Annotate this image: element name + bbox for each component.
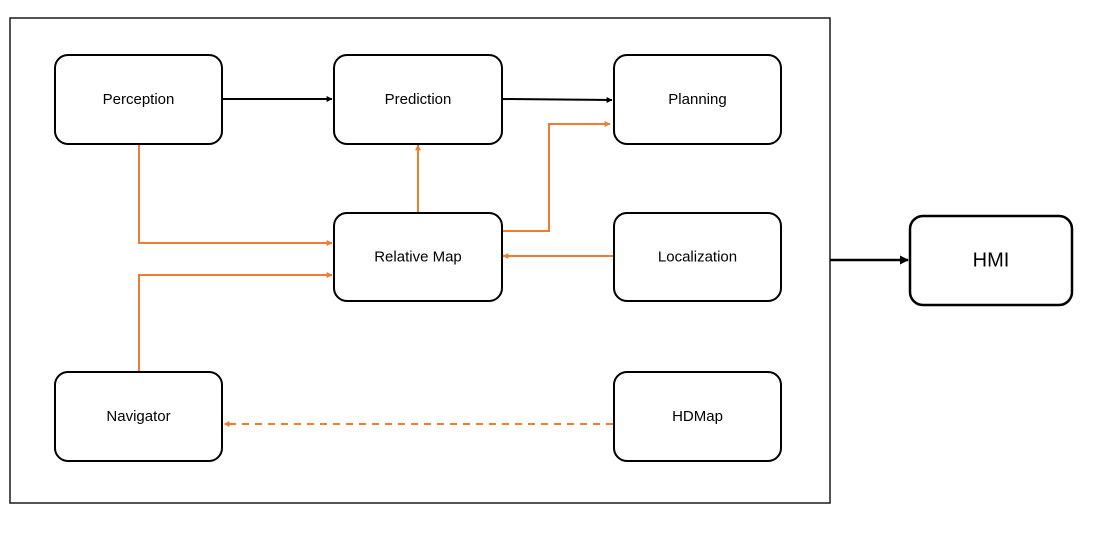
node-hmi: HMI bbox=[908, 214, 1074, 307]
node-hmi-label: HMI bbox=[973, 250, 1010, 272]
node-relative-map: Relative Map bbox=[333, 212, 503, 302]
node-planning-label: Planning bbox=[668, 91, 726, 108]
node-perception: Perception bbox=[54, 54, 223, 145]
node-planning: Planning bbox=[613, 54, 782, 145]
node-localization-label: Localization bbox=[658, 249, 737, 266]
edge-perception-relative-map bbox=[138, 144, 333, 246]
node-hdmap-label: HDMap bbox=[672, 408, 723, 425]
node-relative-map-label: Relative Map bbox=[374, 249, 462, 266]
edge-navigator-relative-map bbox=[138, 272, 333, 371]
node-navigator-label: Navigator bbox=[106, 408, 170, 425]
node-hdmap: HDMap bbox=[613, 371, 782, 462]
node-navigator: Navigator bbox=[54, 371, 223, 462]
node-prediction-label: Prediction bbox=[385, 91, 452, 108]
node-localization: Localization bbox=[613, 212, 782, 302]
edge-relative-map-planning bbox=[502, 121, 611, 232]
node-prediction: Prediction bbox=[333, 54, 503, 145]
edge-prediction-planning bbox=[501, 96, 613, 103]
node-perception-label: Perception bbox=[103, 91, 175, 108]
